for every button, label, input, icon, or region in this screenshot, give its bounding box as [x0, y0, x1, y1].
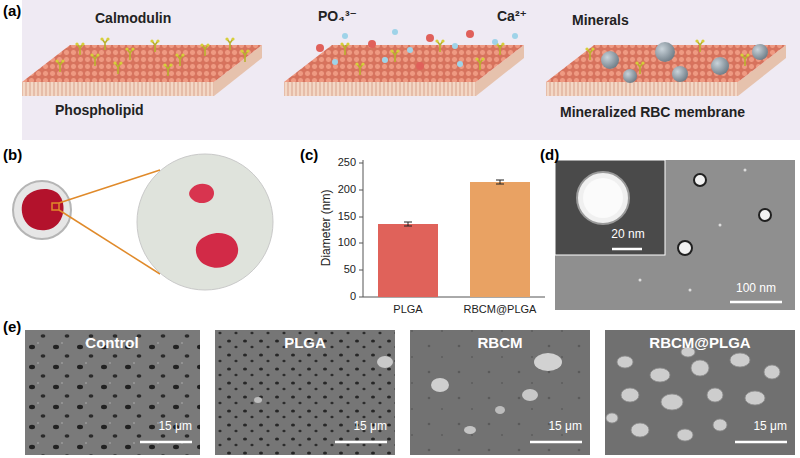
membrane-illustration: [22, 29, 786, 96]
schematic-label: Ca²⁺: [497, 8, 527, 24]
category-label: RBCM@PLGA: [464, 303, 537, 316]
panel-ground: [22, 0, 800, 140]
schematic-label: Phospholipid: [55, 102, 144, 118]
axis-tick: 0: [350, 290, 356, 303]
panel-letter: (b): [3, 146, 22, 163]
axis-tick: 200: [338, 183, 356, 196]
axis-tick: 250: [338, 156, 356, 169]
scale-label: 20 nm: [611, 228, 644, 242]
scale-label: 15 μm: [753, 420, 787, 434]
axis-tick: 150: [338, 210, 356, 223]
scale-label: 100 nm: [736, 282, 776, 296]
axis-tick: 50: [344, 263, 356, 276]
axis-title: Diameter (nm): [320, 190, 334, 267]
axis-tick: 100: [338, 236, 356, 249]
panel-letter: (a): [3, 2, 21, 19]
panel-letter: (c): [300, 146, 318, 163]
scale-label: 15 μm: [353, 420, 387, 434]
tem-image: [555, 160, 795, 310]
sem-images: [25, 330, 795, 455]
sample-label: PLGA: [284, 334, 326, 351]
bar-chart: [359, 160, 545, 297]
sample-label: Control: [85, 334, 138, 351]
category-label: PLGA: [393, 303, 422, 316]
panel-letter: (d): [540, 146, 559, 163]
blood-sample-photo: [13, 154, 273, 290]
panel-letter: (e): [3, 318, 21, 335]
schematic-label: Minerals: [572, 12, 629, 28]
schematic-label: Mineralized RBC membrane: [560, 104, 745, 120]
sample-label: RBCM@PLGA: [649, 334, 750, 351]
schematic-label: PO₄³⁻: [318, 8, 357, 24]
schematic-label: Calmodulin: [95, 10, 171, 26]
sample-label: RBCM: [478, 334, 523, 351]
scale-label: 15 μm: [158, 420, 192, 434]
scale-label: 15 μm: [548, 420, 582, 434]
